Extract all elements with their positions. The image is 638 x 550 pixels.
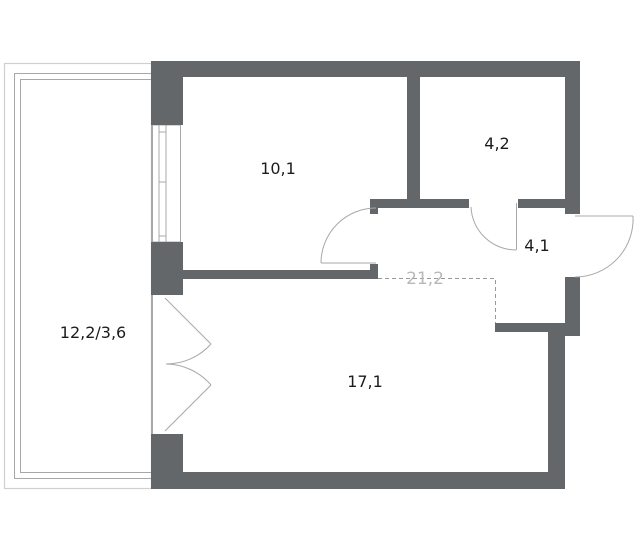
window <box>152 124 181 243</box>
hall-area-label: 4,1 <box>524 236 549 255</box>
bathroom-area-label: 4,2 <box>484 134 509 153</box>
walls <box>151 61 580 489</box>
total-area-label: 21,2 <box>406 269 444 289</box>
zone-divider <box>378 278 496 323</box>
room-area-label: 10,1 <box>260 159 296 178</box>
balcony-door <box>152 295 212 434</box>
entrance-door <box>574 215 634 278</box>
room-door <box>320 207 377 264</box>
balcony-area-label: 12,2/3,6 <box>60 323 126 342</box>
bathroom-door <box>470 203 517 251</box>
kitchen-area-label: 17,1 <box>347 372 383 391</box>
balcony-outline <box>3 62 153 490</box>
